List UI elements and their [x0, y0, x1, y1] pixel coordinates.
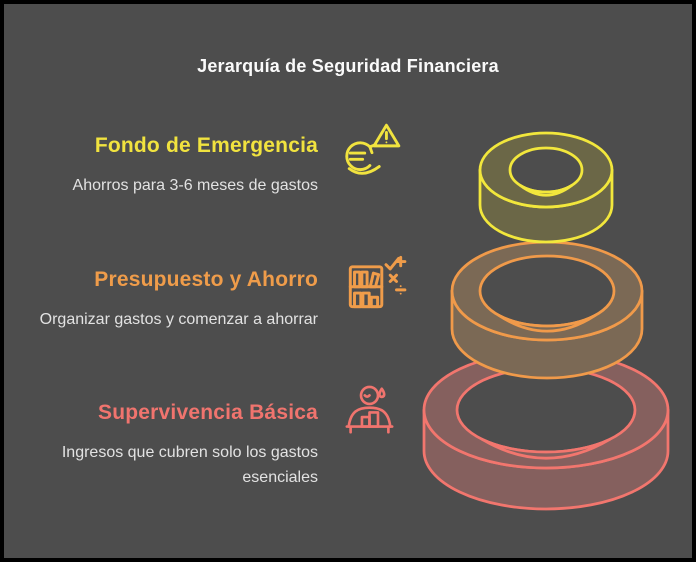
level-description: Ahorros para 3-6 meses de gastos	[72, 177, 318, 194]
level-heading: Supervivencia Básica	[98, 401, 318, 424]
level-heading: Fondo de Emergencia	[94, 134, 318, 157]
level-description: Organizar gastos y comenzar a ahorrar	[39, 311, 318, 328]
page-title: Jerarquía de Seguridad Financiera	[197, 56, 499, 76]
level-section-emergency-fund: Fondo de Emergencia Ahorros para 3-6 mes…	[0, 133, 318, 198]
euro-alert-icon	[342, 119, 404, 181]
stressed-person-icon	[341, 385, 398, 436]
level-section-budget-savings: Presupuesto y Ahorro Organizar gastos y …	[0, 267, 318, 332]
pyramid-ring-level-2	[450, 240, 644, 380]
level-heading: Presupuesto y Ahorro	[94, 268, 318, 291]
pyramid-ring-level-3	[422, 350, 670, 511]
budget-books-icon	[344, 250, 407, 313]
pyramid-ring-level-1	[478, 131, 614, 244]
level-section-basic-survival: Supervivencia Básica Ingresos que cubren…	[0, 400, 318, 490]
level-description: Ingresos que cubren solo los gastos esen…	[61, 444, 318, 486]
